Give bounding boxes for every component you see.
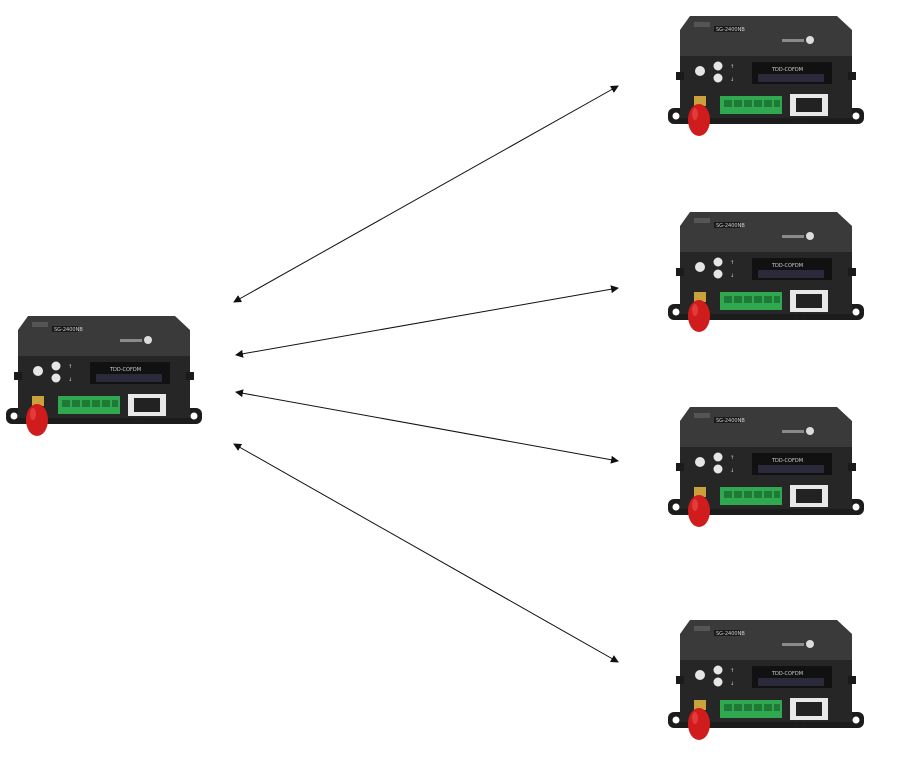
link-arrow-remote-4 [233, 443, 619, 663]
device-remote-3 [668, 407, 864, 527]
device-master [6, 316, 202, 436]
device-remote-4 [668, 620, 864, 740]
device-remote-1 [668, 16, 864, 136]
link-arrow-remote-1 [233, 85, 619, 303]
link-arrow-remote-3 [235, 389, 619, 464]
device-remote-2 [668, 212, 864, 332]
link-arrow-remote-2 [235, 285, 619, 358]
